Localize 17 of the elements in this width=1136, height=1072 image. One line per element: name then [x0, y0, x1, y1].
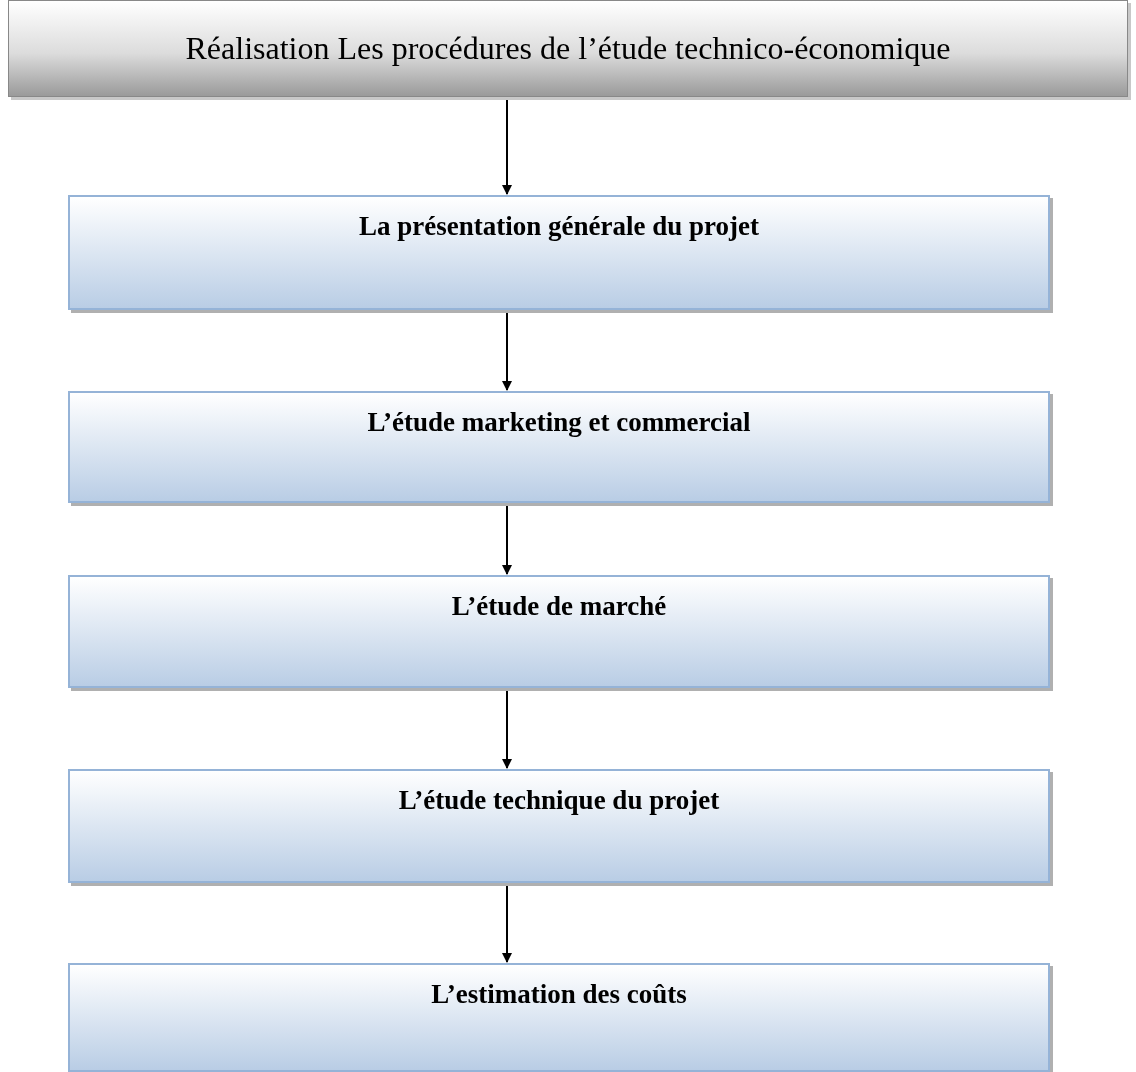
step-label: L’étude de marché: [451, 591, 667, 621]
arrow: [502, 310, 512, 391]
step-label: La présentation générale du projet: [359, 211, 759, 241]
arrow: [502, 503, 512, 575]
process-box: [68, 391, 1050, 503]
process-box: [68, 195, 1050, 310]
title-text: Réalisation Les procédures de l’étude technico-économique: [185, 30, 951, 67]
arrow: [502, 688, 512, 769]
arrow: [502, 97, 512, 195]
title-box: [8, 0, 1128, 97]
step-label: L’estimation des coûts: [431, 979, 687, 1009]
arrow: [502, 883, 512, 963]
step-label: L’étude marketing et commercial: [367, 407, 751, 437]
process-box: [68, 575, 1050, 688]
process-box: [68, 769, 1050, 883]
process-box: [68, 963, 1050, 1072]
step-label: L’étude technique du projet: [398, 785, 720, 815]
